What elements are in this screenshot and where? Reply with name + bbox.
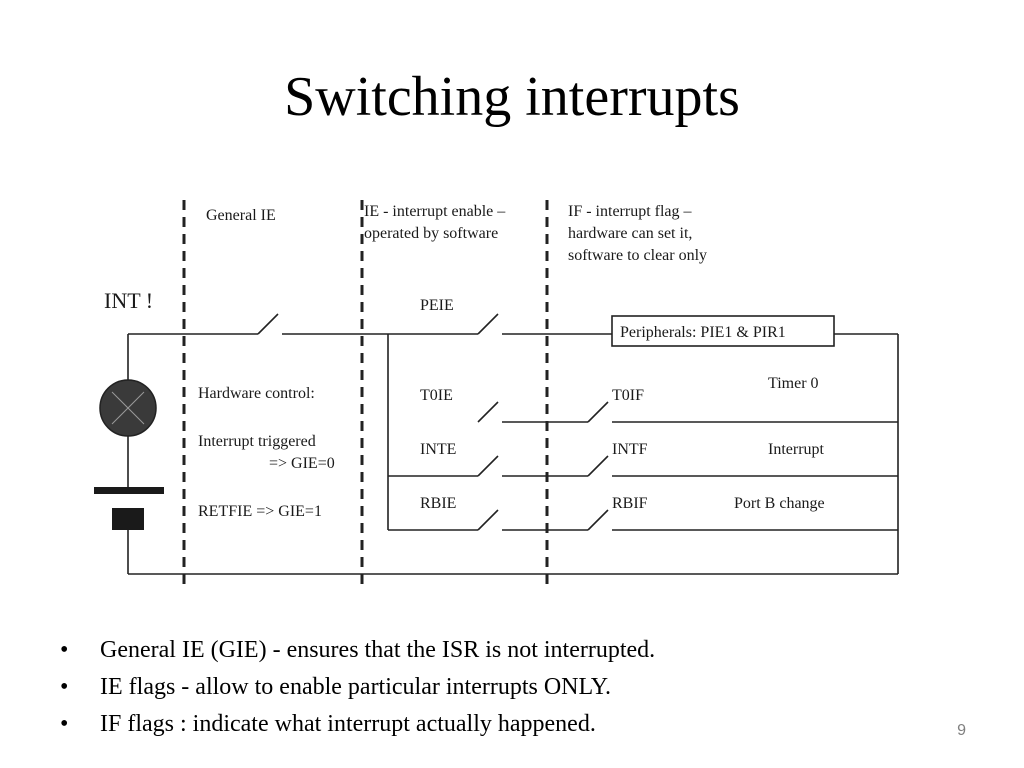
port-b-change-label: Port B change bbox=[734, 495, 825, 512]
bullet-dot: • bbox=[60, 674, 69, 700]
bullet-text: General IE (GIE) - ensures that the ISR … bbox=[100, 637, 656, 663]
interrupt-diagram-svg: General IE IE - interrupt enable – opera… bbox=[94, 200, 899, 588]
slide-title: Switching interrupts bbox=[284, 66, 740, 128]
rbie-switch bbox=[477, 509, 499, 531]
header-if-line3: software to clear only bbox=[568, 247, 707, 264]
bullet-dot: • bbox=[60, 711, 69, 737]
page-number: 9 bbox=[957, 722, 966, 739]
bullet-text: IF flags : indicate what interrupt actua… bbox=[100, 711, 596, 737]
bullet-item: • IF flags : indicate what interrupt actu… bbox=[60, 706, 940, 743]
peie-label: PEIE bbox=[420, 297, 454, 314]
hardware-control-label: Hardware control: bbox=[198, 385, 315, 402]
intf-label: INTF bbox=[612, 441, 648, 458]
t0if-label: T0IF bbox=[612, 387, 644, 404]
bullet-list: • General IE (GIE) - ensures that the ISR… bbox=[60, 632, 940, 743]
bullet-item: • IE flags - allow to enable particular i… bbox=[60, 669, 940, 706]
header-general-ie: General IE bbox=[206, 207, 276, 224]
interrupt-label: Interrupt bbox=[768, 441, 825, 458]
header-ie-line1: IE - interrupt enable – bbox=[364, 203, 506, 220]
intf-switch bbox=[587, 455, 609, 477]
battery-plate-icon bbox=[94, 487, 164, 494]
inte-switch bbox=[477, 455, 499, 477]
battery-cell-icon bbox=[112, 508, 144, 530]
rbif-label: RBIF bbox=[612, 495, 648, 512]
header-if-line2: hardware can set it, bbox=[568, 225, 692, 242]
bullet-dot: • bbox=[60, 637, 69, 663]
header-ie-line2: operated by software bbox=[364, 225, 498, 242]
peripherals-label: Peripherals: PIE1 & PIR1 bbox=[620, 324, 786, 341]
rbif-switch bbox=[587, 509, 609, 531]
retfie-label: RETFIE => GIE=1 bbox=[198, 503, 322, 520]
interrupt-diagram: General IE IE - interrupt enable – opera… bbox=[92, 190, 932, 590]
gie-switch bbox=[257, 313, 279, 335]
bullet-text: IE flags - allow to enable particular in… bbox=[100, 674, 611, 700]
peripherals-box bbox=[611, 315, 835, 347]
t0ie-switch bbox=[477, 401, 499, 423]
header-if-line1: IF - interrupt flag – bbox=[568, 203, 693, 220]
interrupt-triggered-label: Interrupt triggered bbox=[198, 433, 316, 450]
t0ie-label: T0IE bbox=[420, 387, 453, 404]
t0if-switch bbox=[587, 401, 609, 423]
inte-label: INTE bbox=[420, 441, 456, 458]
int-label: INT ! bbox=[104, 288, 153, 313]
rbie-label: RBIE bbox=[420, 495, 456, 512]
gie-zero-label: => GIE=0 bbox=[269, 455, 335, 472]
timer0-label: Timer 0 bbox=[768, 375, 819, 392]
lamp-cross-b bbox=[111, 391, 145, 425]
peie-switch bbox=[477, 313, 499, 335]
bullet-item: • General IE (GIE) - ensures that the ISR… bbox=[60, 632, 940, 669]
